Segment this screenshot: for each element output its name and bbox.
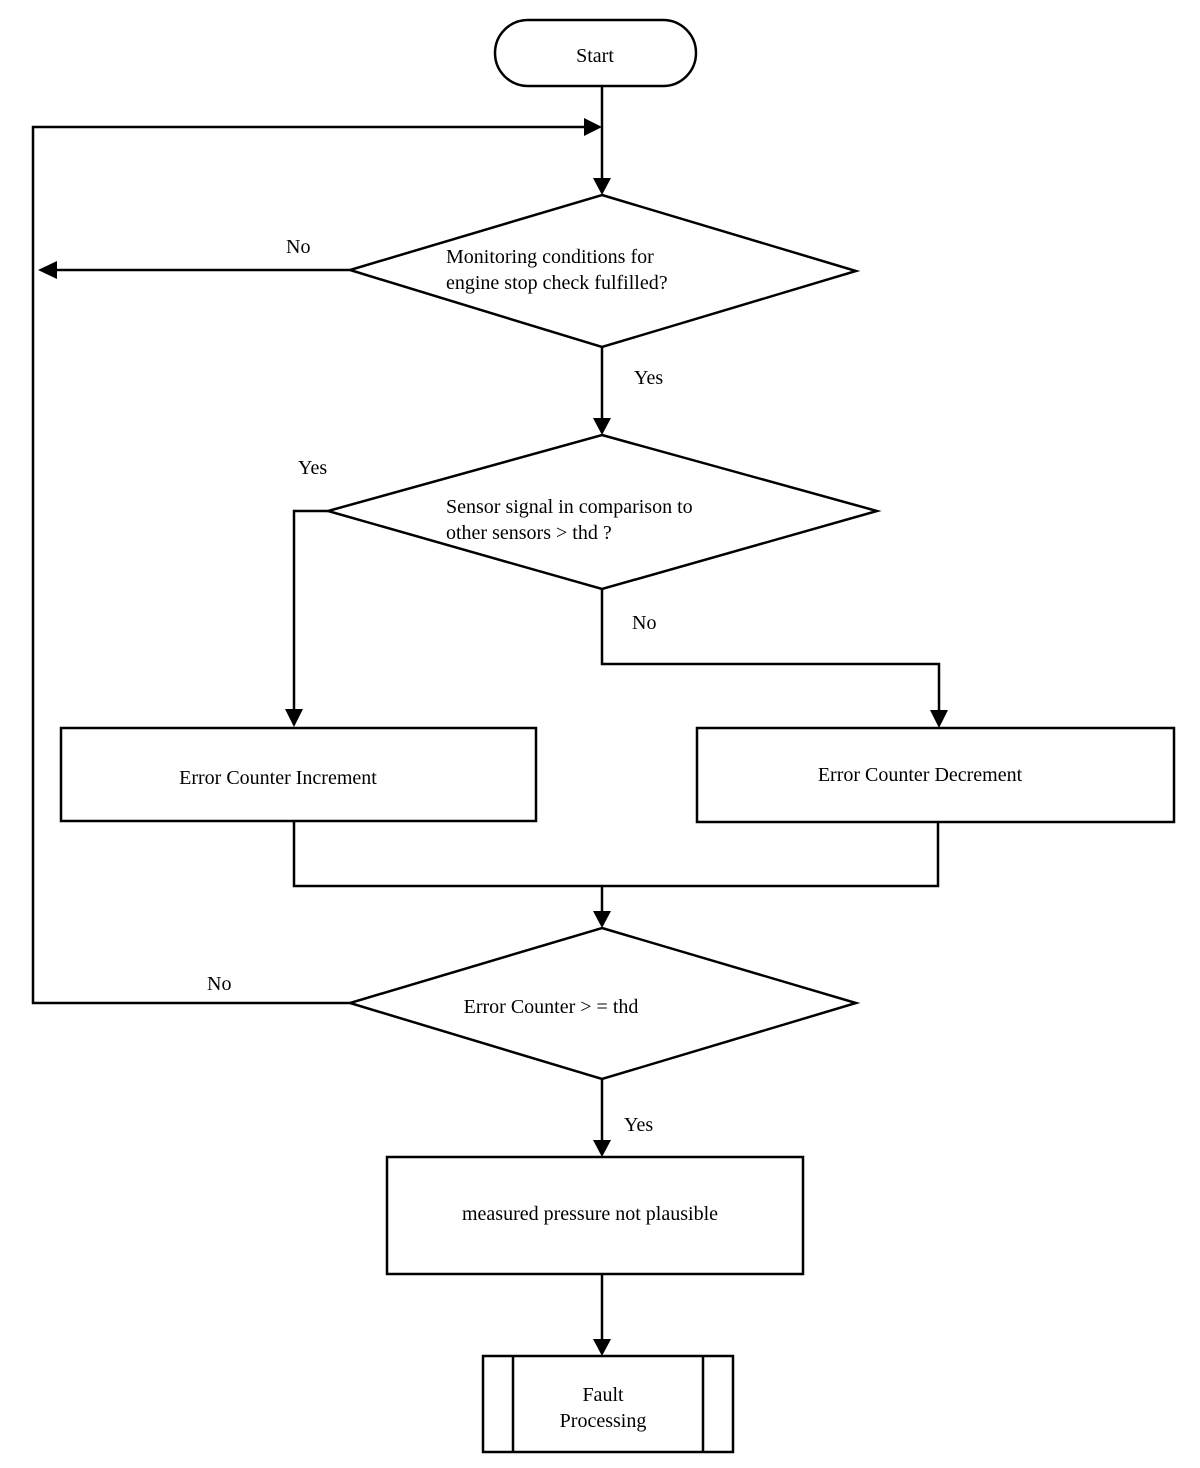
threshold-check-diamond bbox=[345, 926, 861, 1081]
condition-no-label: No bbox=[286, 236, 310, 258]
fault-processing-box bbox=[481, 1354, 735, 1454]
sensor-compare-label-line2: other sensors > thd ? bbox=[446, 522, 612, 544]
arrowhead-down bbox=[593, 1339, 611, 1356]
edge-threshold-no-loop bbox=[31, 125, 590, 1005]
condition-check-label-line1: Monitoring conditions for bbox=[446, 246, 654, 268]
increment-label: Error Counter Increment bbox=[179, 767, 377, 789]
edge-sensor-yes bbox=[292, 509, 328, 713]
edge-sensor-no bbox=[600, 589, 941, 715]
arrowhead-down bbox=[593, 418, 611, 435]
arrowhead-down bbox=[593, 911, 611, 928]
increment-box bbox=[59, 726, 538, 823]
fault-processing-label-line2: Processing bbox=[560, 1410, 647, 1432]
fault-processing-subprocess: Fault Processing bbox=[481, 1354, 735, 1454]
arrowhead-down bbox=[593, 178, 611, 195]
arrowhead-left bbox=[38, 261, 57, 279]
threshold-no-label: No bbox=[207, 973, 231, 995]
decrement-box bbox=[695, 726, 1176, 824]
sensor-compare-label-line1: Sensor signal in comparison to bbox=[446, 496, 693, 518]
sensor-compare-diamond bbox=[323, 433, 882, 591]
sensor-no-label: No bbox=[632, 612, 656, 634]
condition-check-decision: Monitoring conditions for engine stop ch… bbox=[345, 193, 861, 349]
not-plausible-box bbox=[385, 1155, 805, 1276]
sensor-yes-label: Yes bbox=[298, 457, 327, 479]
edge-labels: No Yes Yes No No Yes bbox=[207, 236, 663, 1136]
start-label: Start bbox=[576, 45, 614, 67]
arrowhead-right bbox=[584, 118, 602, 136]
threshold-yes-label: Yes bbox=[624, 1114, 653, 1136]
threshold-check-decision: Error Counter > = thd bbox=[345, 926, 861, 1081]
decrement-label: Error Counter Decrement bbox=[818, 764, 1023, 786]
connectors bbox=[31, 86, 941, 1343]
condition-check-label-line2: engine stop check fulfilled? bbox=[446, 272, 668, 294]
arrowhead-down bbox=[930, 710, 948, 728]
start-node: Start bbox=[493, 18, 698, 88]
decrement-process: Error Counter Decrement bbox=[695, 726, 1176, 824]
arrowhead-down bbox=[593, 1140, 611, 1157]
fault-processing-label-line1: Fault bbox=[582, 1384, 624, 1406]
edge-counters-merge bbox=[292, 821, 940, 888]
arrowhead-down bbox=[285, 709, 303, 727]
arrowheads bbox=[38, 118, 948, 1356]
condition-check-diamond bbox=[345, 193, 861, 349]
start-terminator-shape bbox=[493, 18, 698, 88]
not-plausible-process: measured pressure not plausible bbox=[385, 1155, 805, 1276]
sensor-compare-decision: Sensor signal in comparison to other sen… bbox=[323, 433, 882, 591]
increment-process: Error Counter Increment bbox=[59, 726, 538, 823]
condition-yes-label: Yes bbox=[634, 367, 663, 389]
threshold-check-label: Error Counter > = thd bbox=[464, 996, 639, 1018]
not-plausible-label: measured pressure not plausible bbox=[462, 1203, 718, 1225]
